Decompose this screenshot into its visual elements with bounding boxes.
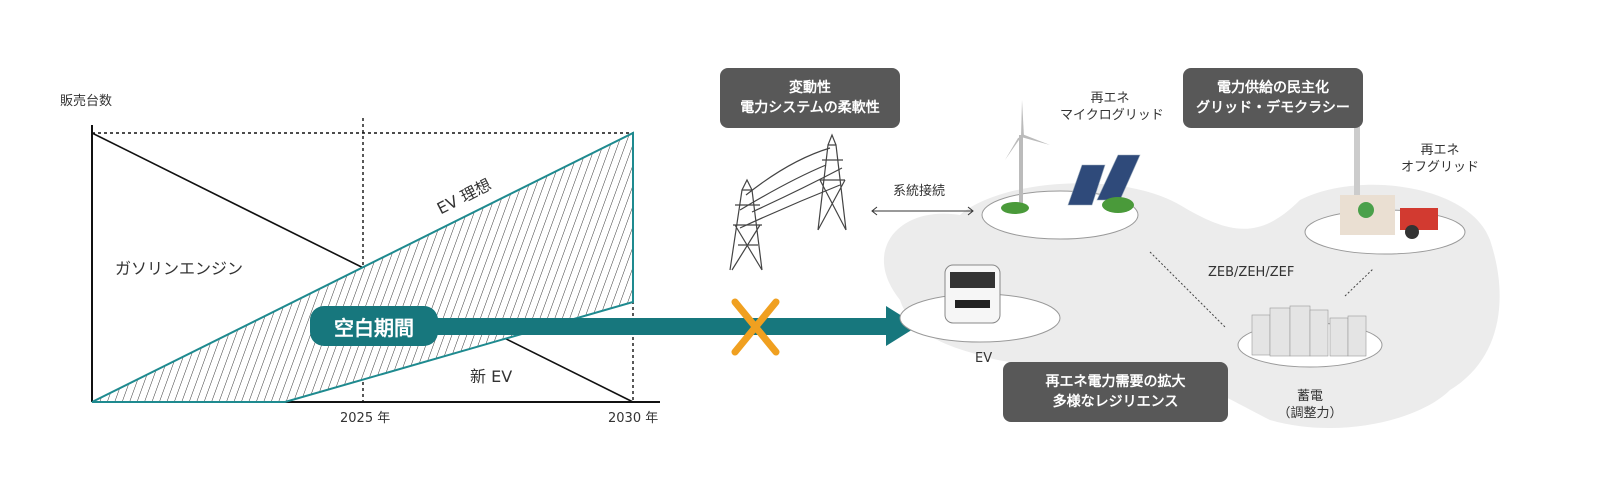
offgrid-label-2: オフグリッド xyxy=(1400,160,1479,175)
storage-label-2: （調整力） xyxy=(1277,406,1343,421)
tree-icon xyxy=(1001,202,1029,214)
ev-windshield xyxy=(950,272,995,288)
blocked-x-icon xyxy=(731,298,780,356)
flexibility-box: 変動性 電力システムの柔軟性 xyxy=(720,68,900,128)
tree-icon xyxy=(1102,197,1134,213)
leaf-emblem-icon xyxy=(1358,202,1374,218)
wind-turbine-icon xyxy=(1005,100,1050,210)
democratization-line-1: 電力供給の民主化 xyxy=(1217,80,1329,96)
flexibility-line-2: 電力システムの柔軟性 xyxy=(740,100,880,116)
solar-panel-icon xyxy=(1067,154,1141,206)
power-pylon-icon xyxy=(729,133,847,271)
microgrid-label-1: 再エネ xyxy=(1090,91,1130,106)
storage-label: 蓄電 （調整力） xyxy=(1270,388,1350,422)
microgrid-label-2: マイクログリッド xyxy=(1060,108,1164,123)
resilience-box: 再エネ電力需要の拡大 多様なレジリエンス xyxy=(1003,362,1228,422)
arrow-head xyxy=(886,306,918,346)
microgrid-storage-link xyxy=(1149,251,1227,329)
storage-label-1: 蓄電 xyxy=(1296,389,1323,404)
resilience-line-2: 多様なレジリエンス xyxy=(1052,394,1179,410)
ev-grille xyxy=(955,300,990,308)
tractor-icon xyxy=(1400,208,1438,230)
grid-connection-arrowhead-right xyxy=(967,206,974,216)
tractor-wheel-icon xyxy=(1405,225,1419,239)
storage-offgrid-link xyxy=(1344,268,1374,297)
microgrid-label: 再エネ マイクログリッド xyxy=(1060,90,1164,124)
battery-storage-icon xyxy=(1251,305,1367,357)
gap-period-label: 空白期間 xyxy=(310,306,438,346)
offgrid-label-1: 再エネ xyxy=(1420,143,1460,158)
democratization-box: 電力供給の民主化 グリッド・デモクラシー xyxy=(1183,68,1363,128)
democratization-line-2: グリッド・デモクラシー xyxy=(1196,100,1350,116)
new-ev-label: 新 EV xyxy=(470,367,513,386)
y-axis-label: 販売台数 xyxy=(60,94,113,109)
grid-connection-label: 系統接続 xyxy=(893,184,946,199)
gasoline-label: ガソリンエンジン xyxy=(115,259,244,278)
ev-label: EV xyxy=(975,351,993,366)
chimney-icon xyxy=(1354,125,1360,200)
x-tick-2030: 2030 年 xyxy=(608,411,659,426)
x-tick-2025: 2025 年 xyxy=(340,411,391,426)
offgrid-label: 再エネ オフグリッド xyxy=(1390,142,1490,176)
transition-arrow xyxy=(420,318,890,335)
resilience-line-1: 再エネ電力需要の拡大 xyxy=(1045,374,1186,390)
grid-connection-arrowhead-left xyxy=(871,206,878,216)
zeb-label: ZEB/ZEH/ZEF xyxy=(1208,265,1295,280)
flexibility-line-1: 変動性 xyxy=(789,80,831,96)
